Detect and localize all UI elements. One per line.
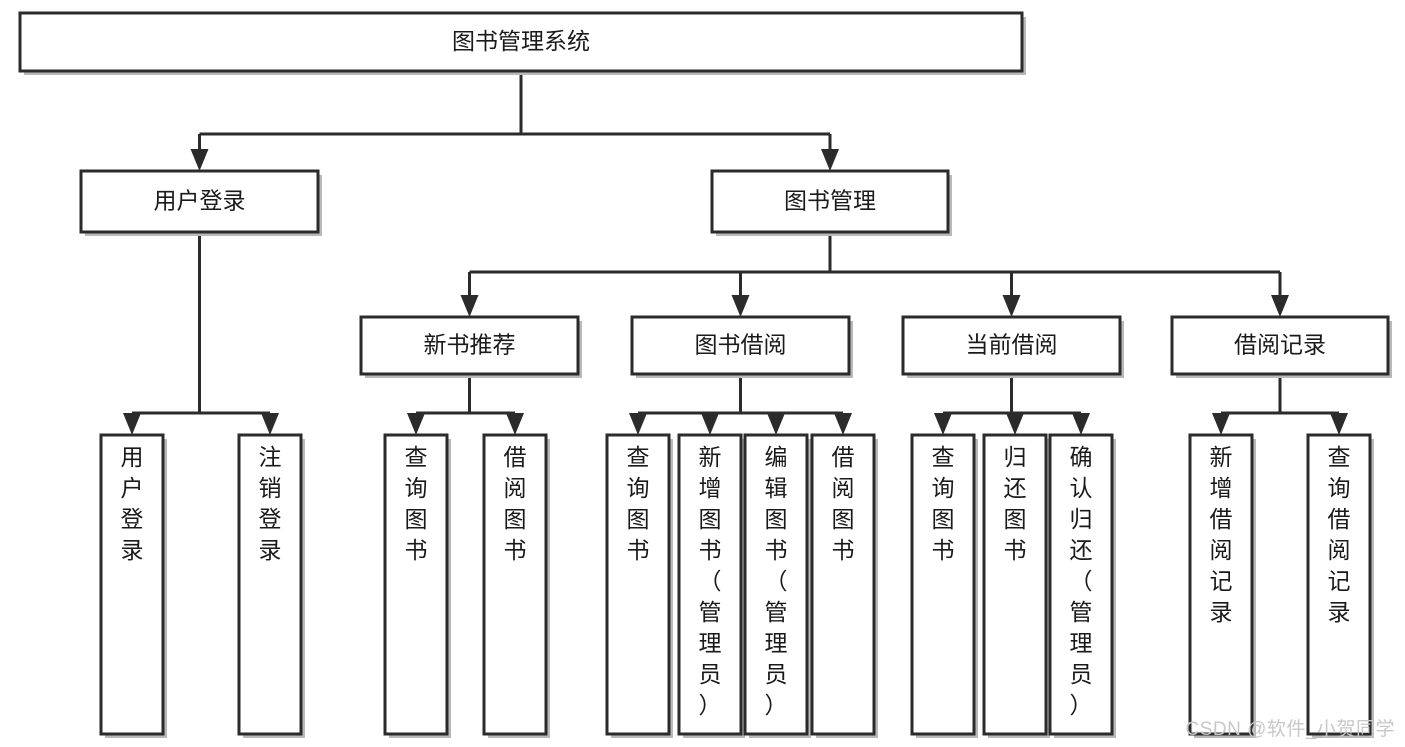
node-user-login[interactable]: 用户登录 [79, 169, 322, 236]
node-label: 归还图书 [1004, 444, 1027, 563]
connector-layer [123, 71, 1348, 435]
node-label: 新增图书（管理员） [699, 444, 722, 718]
node-leaf-query-book-3[interactable]: 查询图书 [910, 433, 978, 738]
node-label: 图书管理系统 [452, 28, 590, 54]
node-box[interactable] [677, 433, 743, 736]
node-box[interactable] [1048, 433, 1114, 736]
arrow-head-icon [701, 413, 719, 435]
node-box[interactable] [1170, 315, 1390, 376]
node-book-borrow[interactable]: 图书借阅 [630, 315, 853, 378]
node-box[interactable] [710, 169, 950, 234]
node-box[interactable] [1188, 433, 1254, 736]
arrow-head-icon [407, 413, 425, 435]
node-box[interactable] [605, 433, 671, 736]
node-leaf-add-borrow-record[interactable]: 新增借阅记录 [1188, 433, 1256, 738]
node-leaf-user-login[interactable]: 用户登录 [99, 433, 167, 738]
node-leaf-query-borrow-record[interactable]: 查询借阅记录 [1306, 433, 1374, 738]
node-box[interactable] [810, 433, 876, 736]
node-label: 图书管理 [784, 188, 876, 214]
node-leaf-borrow-book-1[interactable]: 借阅图书 [482, 433, 550, 738]
arrow-head-icon [1212, 413, 1230, 435]
node-label: 用户登录 [154, 188, 246, 214]
node-box[interactable] [383, 433, 449, 736]
node-leaf-borrow-book-2[interactable]: 借阅图书 [810, 433, 878, 738]
node-layer: 图书管理系统用户登录图书管理新书推荐图书借阅当前借阅借阅记录用户登录注销登录查询… [18, 11, 1392, 738]
node-label: 借阅图书 [832, 444, 855, 563]
node-box[interactable] [1306, 433, 1372, 736]
node-label: 图书借阅 [695, 332, 787, 358]
node-leaf-edit-book-admin[interactable]: 编辑图书（管理员） [743, 433, 811, 738]
node-current-borrow[interactable]: 当前借阅 [901, 315, 1124, 378]
node-label: 编辑图书（管理员） [765, 444, 788, 718]
arrow-head-icon [261, 413, 279, 435]
node-leaf-return-book[interactable]: 归还图书 [982, 433, 1050, 738]
node-borrow-record[interactable]: 借阅记录 [1170, 315, 1392, 378]
node-label: 查询图书 [405, 444, 428, 563]
node-label: 注销登录 [259, 444, 282, 563]
arrow-head-icon [506, 413, 524, 435]
node-label: 查询图书 [932, 444, 955, 563]
arrow-head-icon [834, 413, 852, 435]
arrow-head-icon [190, 149, 209, 171]
node-box[interactable] [743, 433, 809, 736]
node-box[interactable] [630, 315, 851, 376]
node-new-book-recommend[interactable]: 新书推荐 [359, 315, 582, 378]
watermark-label: CSDN @软件_小贺同学 [1185, 719, 1395, 740]
node-box[interactable] [237, 433, 303, 736]
node-label: 查询借阅记录 [1328, 444, 1351, 625]
arrow-head-icon [821, 149, 839, 171]
node-label: 当前借阅 [966, 332, 1058, 358]
node-root[interactable]: 图书管理系统 [18, 11, 1026, 75]
arrow-head-icon [1271, 295, 1289, 317]
arrow-head-icon [629, 413, 647, 435]
node-box[interactable] [982, 433, 1048, 736]
node-label: 新书推荐 [424, 332, 516, 358]
arrow-head-icon [1002, 295, 1021, 317]
arrow-head-icon [1330, 413, 1348, 435]
node-leaf-confirm-return-admin[interactable]: 确认归还（管理员） [1048, 433, 1116, 738]
node-label: 借阅记录 [1234, 332, 1326, 358]
node-label: 用户登录 [121, 444, 144, 563]
node-label: 确认归还（管理员） [1070, 444, 1093, 718]
node-box[interactable] [99, 433, 165, 736]
arrow-head-icon [1072, 413, 1090, 435]
node-label: 新增借阅记录 [1210, 444, 1233, 625]
arrow-head-icon [767, 413, 785, 435]
node-label: 查询图书 [627, 444, 650, 563]
node-leaf-logout-login[interactable]: 注销登录 [237, 433, 305, 738]
arrow-head-icon [934, 413, 952, 435]
arrow-head-icon [123, 413, 141, 435]
node-leaf-add-book-admin[interactable]: 新增图书（管理员） [677, 433, 745, 738]
node-leaf-query-book-2[interactable]: 查询图书 [605, 433, 673, 738]
node-box[interactable] [910, 433, 976, 736]
arrow-head-icon [1006, 413, 1024, 435]
node-box[interactable] [901, 315, 1122, 376]
node-box[interactable] [482, 433, 548, 736]
node-box[interactable] [18, 11, 1024, 73]
arrow-head-icon [731, 295, 750, 317]
node-box[interactable] [79, 169, 320, 234]
node-label: 借阅图书 [504, 444, 527, 563]
node-book-manage[interactable]: 图书管理 [710, 169, 952, 236]
node-box[interactable] [359, 315, 580, 376]
node-leaf-query-book-1[interactable]: 查询图书 [383, 433, 451, 738]
arrow-head-icon [460, 295, 479, 317]
